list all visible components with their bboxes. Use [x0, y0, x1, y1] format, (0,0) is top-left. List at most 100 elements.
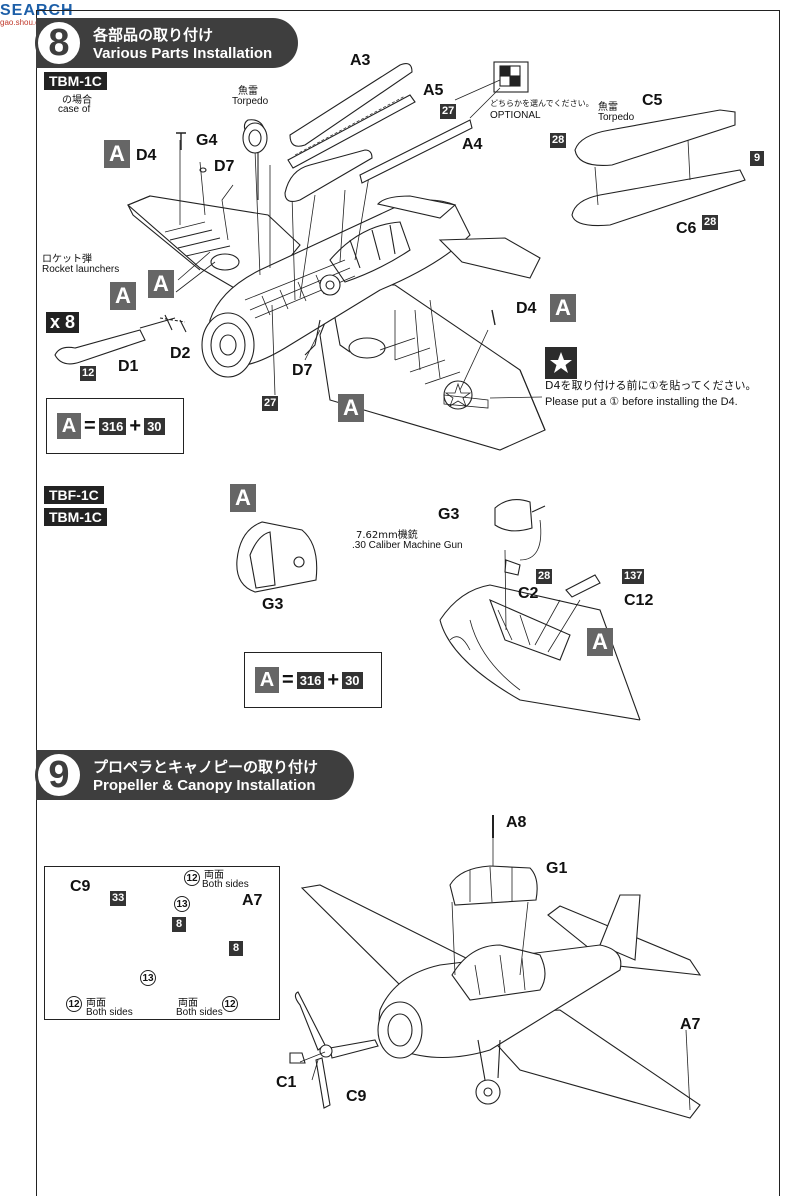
part-a5: A5: [423, 82, 444, 99]
marker-a-mg: A: [587, 628, 613, 656]
g4-part: [199, 167, 207, 173]
formula2-right: 30: [342, 671, 363, 689]
part-d7-bottom: D7: [292, 362, 313, 379]
formula1-letter: A: [57, 413, 81, 439]
rocket-label-jp: ロケット弾: [42, 254, 92, 265]
formula2-left: 316: [296, 671, 325, 689]
part-d4-right: D4: [516, 300, 537, 317]
paint-27-fuselage: 27: [262, 396, 279, 411]
step8-title-en: Various Parts Installation: [93, 45, 273, 62]
part-c5: C5: [642, 92, 663, 109]
paint-13-circle-mid: 13: [140, 970, 156, 986]
mg-fuselage-drawing: [439, 499, 641, 721]
variant-tag-tbf1c: TBF-1C: [44, 486, 104, 504]
optional-en: OPTIONAL: [490, 110, 541, 121]
part-d1: D1: [118, 358, 139, 375]
torpedo-right-jp: 魚雷: [598, 102, 618, 113]
step8-torpedo-right: [571, 109, 746, 227]
torpedo-label-jp: 魚雷: [238, 86, 258, 97]
both-sides-jp-left: 両面: [86, 998, 106, 1009]
step8-banner: 8 各部品の取り付け Various Parts Installation: [35, 18, 298, 68]
marker-a-rocket-1: A: [110, 282, 136, 310]
part-g1: G1: [546, 860, 568, 877]
both-sides-en-left: Both sides: [86, 1007, 133, 1018]
page-frame-top: [36, 10, 780, 11]
paint-12-circle-left: 12: [66, 996, 82, 1012]
part-a7-plane: A7: [680, 1016, 701, 1033]
part-a3: A3: [350, 52, 371, 69]
paint-33: 33: [110, 891, 127, 906]
paint-12-rocket: 12: [80, 366, 97, 381]
part-c9-box: C9: [70, 878, 91, 895]
step9-title-en: Propeller & Canopy Installation: [93, 777, 316, 794]
step8-bay-doors: [287, 63, 473, 184]
paint-137: 137: [622, 569, 645, 584]
formula1-left: 316: [98, 417, 127, 435]
marker-a-wing: A: [338, 394, 364, 422]
case-of-en: case of: [58, 104, 91, 115]
paint-28-c5: 28: [550, 133, 567, 148]
variant-tag-tbm1c-2: TBM-1C: [44, 508, 107, 526]
optional-jp: どちらかを選んでください。: [490, 99, 594, 108]
marker-a-g3: A: [230, 484, 256, 512]
both-sides-en-right: Both sides: [176, 1007, 223, 1018]
d4-pin-left: [176, 132, 186, 150]
step9-title-jp: プロペラとキャノピーの取り付け: [93, 758, 319, 776]
paint-28-c6: 28: [702, 215, 719, 230]
part-c9-plane: C9: [346, 1088, 367, 1105]
watermark-url: gao.shou.com: [0, 18, 51, 27]
part-d2: D2: [170, 345, 191, 362]
paint-12-circle-top: 12: [184, 870, 200, 886]
step9-number: 9: [35, 751, 83, 799]
star-icon: [550, 352, 572, 373]
paint-9: 9: [750, 151, 764, 166]
decal-star-marker: [545, 347, 577, 379]
part-c1: C1: [276, 1074, 297, 1091]
paint-mix-formula-1: A = 316 + 30: [46, 398, 184, 454]
part-a8: A8: [506, 814, 527, 831]
paint-28-mg: 28: [536, 569, 553, 584]
paint-mix-formula-2: A = 316 + 30: [244, 652, 382, 708]
part-c12: C12: [624, 592, 654, 609]
step8-title-jp: 各部品の取り付け: [93, 26, 214, 44]
paint-8-a7: 8: [229, 941, 243, 956]
part-c2: C2: [518, 585, 539, 602]
step8-torpedo-left: [242, 119, 373, 202]
optional-checker-icon: [454, 61, 529, 119]
marker-a-rocket-2: A: [148, 270, 174, 298]
paint-12-circle-right: 12: [222, 996, 238, 1012]
step9-banner: 9 プロペラとキャノピーの取り付け Propeller & Canopy Ins…: [35, 750, 354, 800]
case-of-jp: の場合: [62, 95, 92, 106]
decal-instruction-jp: D4を取り付ける前に①を貼ってください。: [545, 379, 757, 392]
paint-27-a5: 27: [440, 104, 457, 119]
g3-canopy-part: [236, 521, 318, 593]
step8-number: 8: [35, 19, 83, 67]
decal-instruction-en: Please put a ① before installing the D4.: [545, 396, 738, 408]
mg-label-jp: 7.62mm機銃: [356, 530, 418, 541]
multiplier-x8: x 8: [46, 312, 80, 333]
variant-tag-tbm1c: TBM-1C: [44, 72, 107, 90]
formula2-op: +: [327, 668, 340, 691]
formula2-letter: A: [255, 667, 279, 693]
part-d4-left: D4: [136, 147, 157, 164]
part-d7-top: D7: [214, 158, 235, 175]
part-g3-right: G3: [438, 506, 460, 523]
part-a4: A4: [462, 136, 483, 153]
formula1-right: 30: [144, 417, 165, 435]
paint-8-prop: 8: [172, 917, 186, 932]
step9-airplane-drawing: [289, 815, 702, 1119]
both-sides-en-top: Both sides: [202, 879, 249, 890]
mg-label-en: .30 Caliber Machine Gun: [352, 540, 463, 551]
torpedo-right-en: Torpedo: [598, 112, 635, 123]
part-g4: G4: [196, 132, 218, 149]
marker-a-d4: A: [104, 140, 130, 168]
part-g3-left: G3: [262, 596, 284, 613]
rocket-label-en: Rocket launchers: [42, 264, 120, 275]
d4-pin-right: [491, 309, 496, 326]
torpedo-label-en: Torpedo: [232, 96, 269, 107]
paint-13-circle-top: 13: [174, 896, 190, 912]
marker-a-d4-right: A: [550, 294, 576, 322]
formula1-op: +: [129, 414, 142, 437]
part-c6: C6: [676, 220, 697, 237]
